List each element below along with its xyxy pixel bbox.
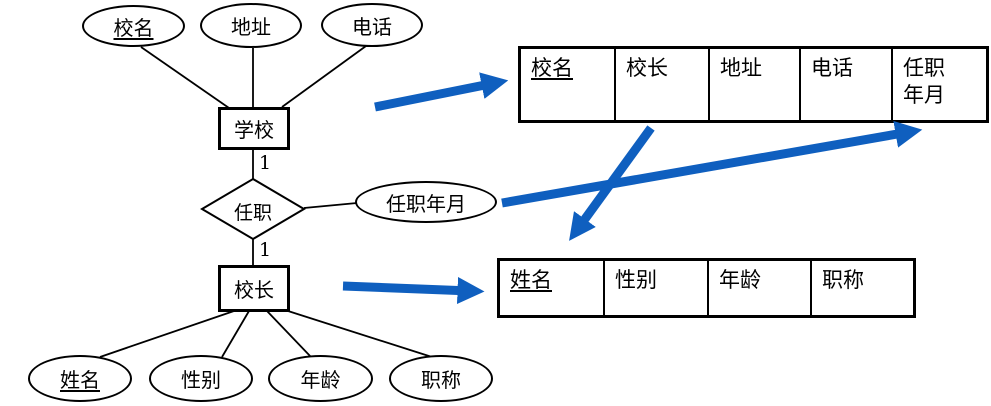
column-school-name: 校名 bbox=[531, 56, 573, 80]
attribute-ellipse-name: 姓名 bbox=[28, 355, 132, 402]
column-name: 姓名 bbox=[510, 268, 552, 292]
attribute-label: 电话 bbox=[352, 14, 392, 39]
column-age: 年龄 bbox=[707, 261, 810, 315]
entity-label: 校长 bbox=[234, 278, 274, 302]
connector-principal-name bbox=[99, 310, 235, 358]
relationship-label: 任职 bbox=[233, 202, 272, 224]
column-address: 地址 bbox=[708, 49, 799, 120]
column-phone: 电话 bbox=[799, 49, 891, 120]
attribute-label: 姓名 bbox=[60, 368, 100, 392]
attribute-ellipse-age: 年龄 bbox=[268, 355, 373, 402]
column-principal: 校长 bbox=[614, 49, 708, 120]
attribute-label: 地址 bbox=[231, 15, 271, 39]
school-relation-table: 校名 校长 地址 电话 任职 年月 bbox=[518, 46, 989, 123]
attribute-ellipse-gender: 性别 bbox=[149, 355, 253, 402]
connector-principal-age bbox=[266, 310, 312, 358]
column-job-title: 职称 bbox=[810, 261, 913, 315]
connector-relationship-tenure bbox=[303, 202, 358, 209]
entity-school: 学校 bbox=[218, 107, 290, 150]
connector-phone-school bbox=[281, 45, 367, 108]
attribute-ellipse-tenure-date: 任职年月 bbox=[355, 181, 497, 223]
connector-principal-gender bbox=[221, 310, 250, 358]
column-tenure-date: 任职 年月 bbox=[891, 49, 986, 120]
entity-principal: 校长 bbox=[218, 265, 290, 312]
entity-label: 学校 bbox=[234, 118, 274, 142]
attribute-ellipse-school-name: 校名 bbox=[82, 5, 185, 47]
attribute-label: 年龄 bbox=[300, 368, 341, 392]
attribute-ellipse-job-title: 职称 bbox=[389, 355, 493, 402]
connector-schoolname-school bbox=[140, 46, 230, 109]
attribute-ellipse-address: 地址 bbox=[200, 3, 302, 48]
principal-relation-table: 姓名 性别 年龄 职称 bbox=[497, 258, 916, 318]
attribute-label: 任职年月 bbox=[386, 191, 466, 216]
attribute-label: 职称 bbox=[421, 368, 461, 392]
cardinality-school: 1 bbox=[259, 152, 272, 174]
attribute-label: 性别 bbox=[181, 368, 221, 392]
attribute-ellipse-phone: 电话 bbox=[321, 3, 423, 47]
cardinality-principal: 1 bbox=[259, 239, 272, 261]
column-gender: 性别 bbox=[603, 261, 707, 315]
relationship-diamond bbox=[200, 177, 306, 241]
attribute-label: 校名 bbox=[113, 15, 154, 40]
connector-principal-title bbox=[287, 310, 433, 358]
